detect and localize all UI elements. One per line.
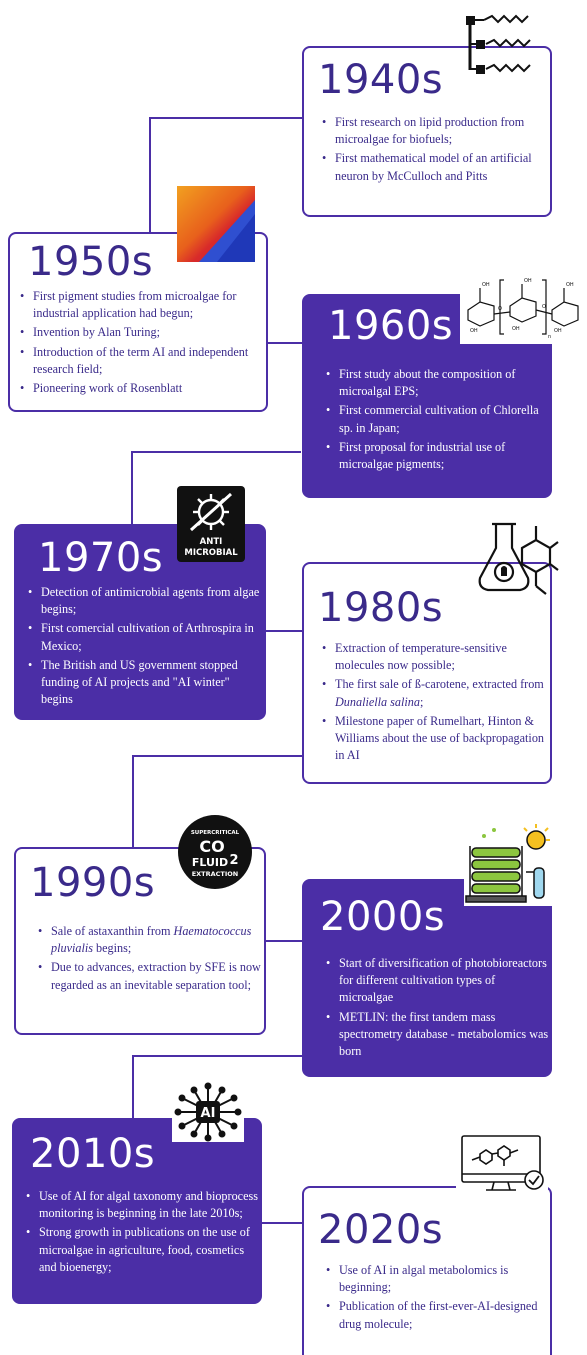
decade-title: 2010s (30, 1131, 156, 1177)
list-item: METLIN: the first tandem mass spectromet… (324, 1009, 550, 1061)
co2-label-fluid: FLUID (192, 856, 228, 869)
list-item: Start of diversification of photobioreac… (324, 955, 550, 1007)
timeline-card-1940s: 1940s First research on lipid production… (302, 46, 552, 217)
timeline-card-2010s: 2010s Use of AI for algal taxonomy and b… (12, 1118, 262, 1304)
list-item: First commercial cultivation of Chlorell… (324, 402, 548, 436)
connector-line (262, 1222, 302, 1224)
timeline-card-1950s: 1950s First pigment studies from microal… (8, 232, 268, 412)
timeline-card-1980s: 1980s Extraction of temperature-sensitiv… (302, 562, 552, 784)
list-item: Detection of antimicrobial agents from a… (26, 584, 264, 618)
svg-text:OH: OH (512, 326, 520, 332)
milestone-list: First study about the composition of mic… (324, 366, 548, 475)
decade-title: 1950s (28, 239, 154, 285)
connector-line (133, 1055, 303, 1057)
connector-line (131, 451, 301, 453)
svg-text:OH: OH (566, 282, 574, 288)
timeline-card-2020s: 2020s Use of AI in algal metabolomics is… (302, 1186, 552, 1355)
connector-line (133, 755, 303, 757)
list-item: Use of AI in algal metabolomics is begin… (324, 1262, 548, 1296)
decade-title: 1960s (328, 303, 454, 349)
decade-title: 2000s (320, 894, 446, 940)
svg-text:O: O (542, 304, 546, 310)
lipid-molecule-icon (462, 10, 542, 80)
milestone-list: Detection of antimicrobial agents from a… (26, 584, 264, 710)
list-item: Milestone paper of Rumelhart, Hinton & W… (320, 713, 548, 765)
connector-line (132, 755, 134, 847)
decade-title: 1990s (30, 860, 156, 906)
decade-title: 1940s (318, 57, 444, 103)
list-item: Sale of astaxanthin from Haematococcus p… (36, 923, 262, 957)
list-item: First proposal for industrial use of mic… (324, 439, 548, 473)
co2-label-main: CO (199, 837, 224, 856)
decade-title: 2020s (318, 1207, 444, 1253)
ai-chip-icon: AI (172, 1082, 244, 1142)
milestone-list: Extraction of temperature-sensitive mole… (320, 640, 548, 766)
svg-text:OH: OH (470, 328, 478, 334)
connector-line (266, 940, 302, 942)
list-item-text: The first sale of ß-carotene, extracted … (335, 677, 544, 692)
milestone-list: Sale of astaxanthin from Haematococcus p… (36, 923, 262, 996)
milestone-list: First research on lipid production from … (320, 114, 544, 187)
co2-label-sub: 2 (229, 853, 238, 868)
list-item-text: Sale of astaxanthin from (51, 924, 174, 938)
connector-line (132, 1055, 134, 1120)
svg-text:OH: OH (554, 328, 562, 334)
svg-text:OH: OH (482, 282, 490, 288)
list-item: First pigment studies from microalgae fo… (18, 288, 264, 322)
svg-text:O: O (498, 306, 502, 312)
connector-line (131, 451, 133, 524)
list-item: First study about the composition of mic… (324, 366, 548, 400)
timeline-card-1960s: 1960s First study about the composition … (302, 294, 552, 498)
list-item: Invention by Alan Turing; (18, 324, 264, 341)
connector-line (266, 342, 304, 344)
list-item: Pioneering work of Rosenblatt (18, 380, 264, 397)
computer-molecule-icon (456, 1132, 548, 1196)
connector-line (266, 630, 302, 632)
timeline-card-2000s: 2000s Start of diversification of photob… (302, 879, 552, 1077)
antimicrobial-label-line1: ANTI (200, 537, 223, 547)
list-item: Strong growth in publications on the use… (24, 1224, 260, 1276)
list-item: The first sale of ß-carotene, extracted … (320, 676, 548, 710)
timeline-card-1990s: 1990s Sale of astaxanthin from Haematoco… (14, 847, 266, 1035)
co2-label-bottom: EXTRACTION (192, 870, 239, 878)
list-item: First research on lipid production from … (320, 114, 544, 148)
list-item: Publication of the first-ever-AI-designe… (324, 1298, 548, 1332)
list-item: The British and US government stopped fu… (26, 657, 264, 709)
co2-label-top: SUPERCRITICAL (191, 830, 240, 836)
svg-text:n: n (548, 334, 551, 340)
milestone-list: Use of AI in algal metabolomics is begin… (324, 1262, 548, 1335)
antimicrobial-label-line2: MICROBIAL (184, 548, 238, 558)
list-item: Extraction of temperature-sensitive mole… (320, 640, 548, 674)
milestone-list: Use of AI for algal taxonomy and bioproc… (24, 1188, 260, 1278)
photobioreactor-icon (464, 822, 554, 906)
list-item: First comercial cultivation of Arthrospi… (26, 620, 264, 654)
species-name: Haematococcus pluvialis (51, 924, 252, 956)
antimicrobial-icon: ANTI MICROBIAL (177, 486, 245, 562)
ai-chip-label: AI (201, 1106, 216, 1121)
decade-title: 1970s (38, 535, 164, 581)
svg-text:OH: OH (524, 278, 532, 284)
pigment-image-icon (177, 186, 255, 262)
supercritical-co2-icon: SUPERCRITICAL CO FLUID 2 EXTRACTION (176, 814, 254, 890)
list-item: Due to advances, extraction by SFE is no… (36, 959, 262, 993)
list-item: Use of AI for algal taxonomy and bioproc… (24, 1188, 260, 1222)
milestone-list: First pigment studies from microalgae fo… (18, 288, 264, 399)
polysaccharide-structure-icon: OH OH OH OH OH OH O O n (460, 270, 586, 344)
decade-title: 1980s (318, 585, 444, 631)
milestone-list: Start of diversification of photobioreac… (324, 955, 550, 1062)
list-item: First mathematical model of an artificia… (320, 150, 544, 184)
connector-line (149, 117, 151, 233)
species-name: Dunaliella salina (335, 694, 420, 709)
connector-line (150, 117, 304, 119)
lab-flask-icon (474, 518, 560, 604)
list-item: Introduction of the term AI and independ… (18, 344, 264, 378)
